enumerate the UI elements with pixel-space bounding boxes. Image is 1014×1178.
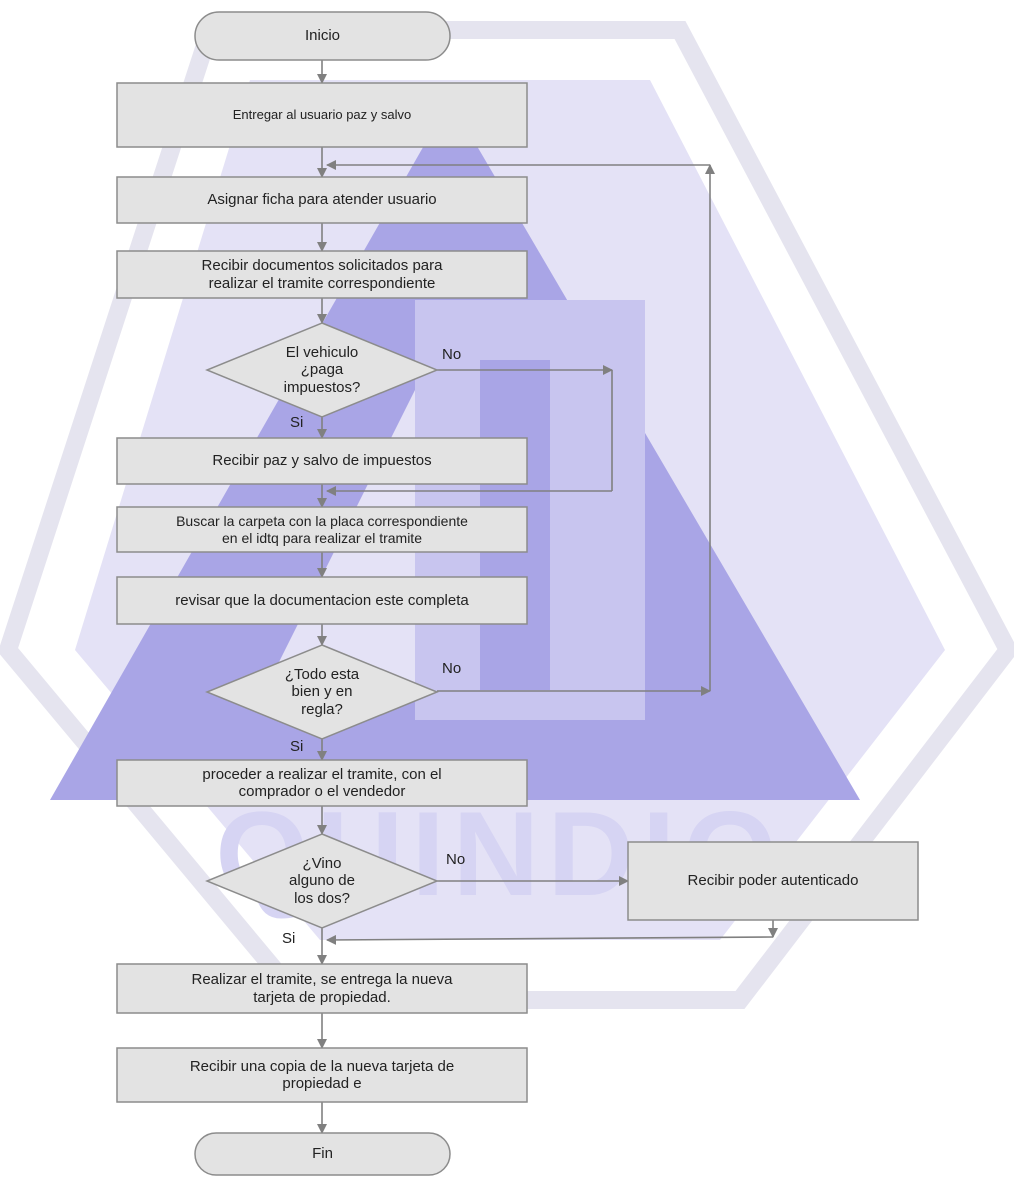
node-find-folder-shape (116, 506, 528, 553)
edge-label-ok-yes: Si (290, 738, 304, 755)
edge-label-taxes-yes: Si (290, 414, 304, 431)
edge-label-ok-no: No (442, 660, 462, 677)
node-proceed-shape (116, 759, 528, 807)
node-assign-ticket-shape (116, 176, 528, 224)
connectors (317, 60, 778, 1134)
watermark-hexagon-outer (0, 21, 1014, 1009)
node-deliver-paz-salvo-shape (116, 82, 528, 148)
node-end-shape (194, 1132, 451, 1176)
node-receive-docs-shape (116, 250, 528, 299)
node-receive-power-shape (627, 841, 919, 921)
node-receive-tax-clearance-shape (116, 437, 528, 485)
node-start-shape (194, 11, 451, 61)
edge-label-came-yes: Si (282, 930, 296, 947)
edge-label-taxes-no: No (442, 346, 462, 363)
node-do-procedure-shape (116, 963, 528, 1014)
node-review-docs-shape (116, 576, 528, 625)
edge-power-join (326, 934, 774, 945)
shapes (116, 11, 919, 1176)
node-decision-ok-shape (205, 644, 439, 740)
node-decision-taxes-shape (205, 322, 439, 418)
node-decision-came-shape (205, 833, 439, 929)
edge-label-came-no: No (446, 851, 466, 868)
node-receive-copy-shape (116, 1047, 528, 1103)
